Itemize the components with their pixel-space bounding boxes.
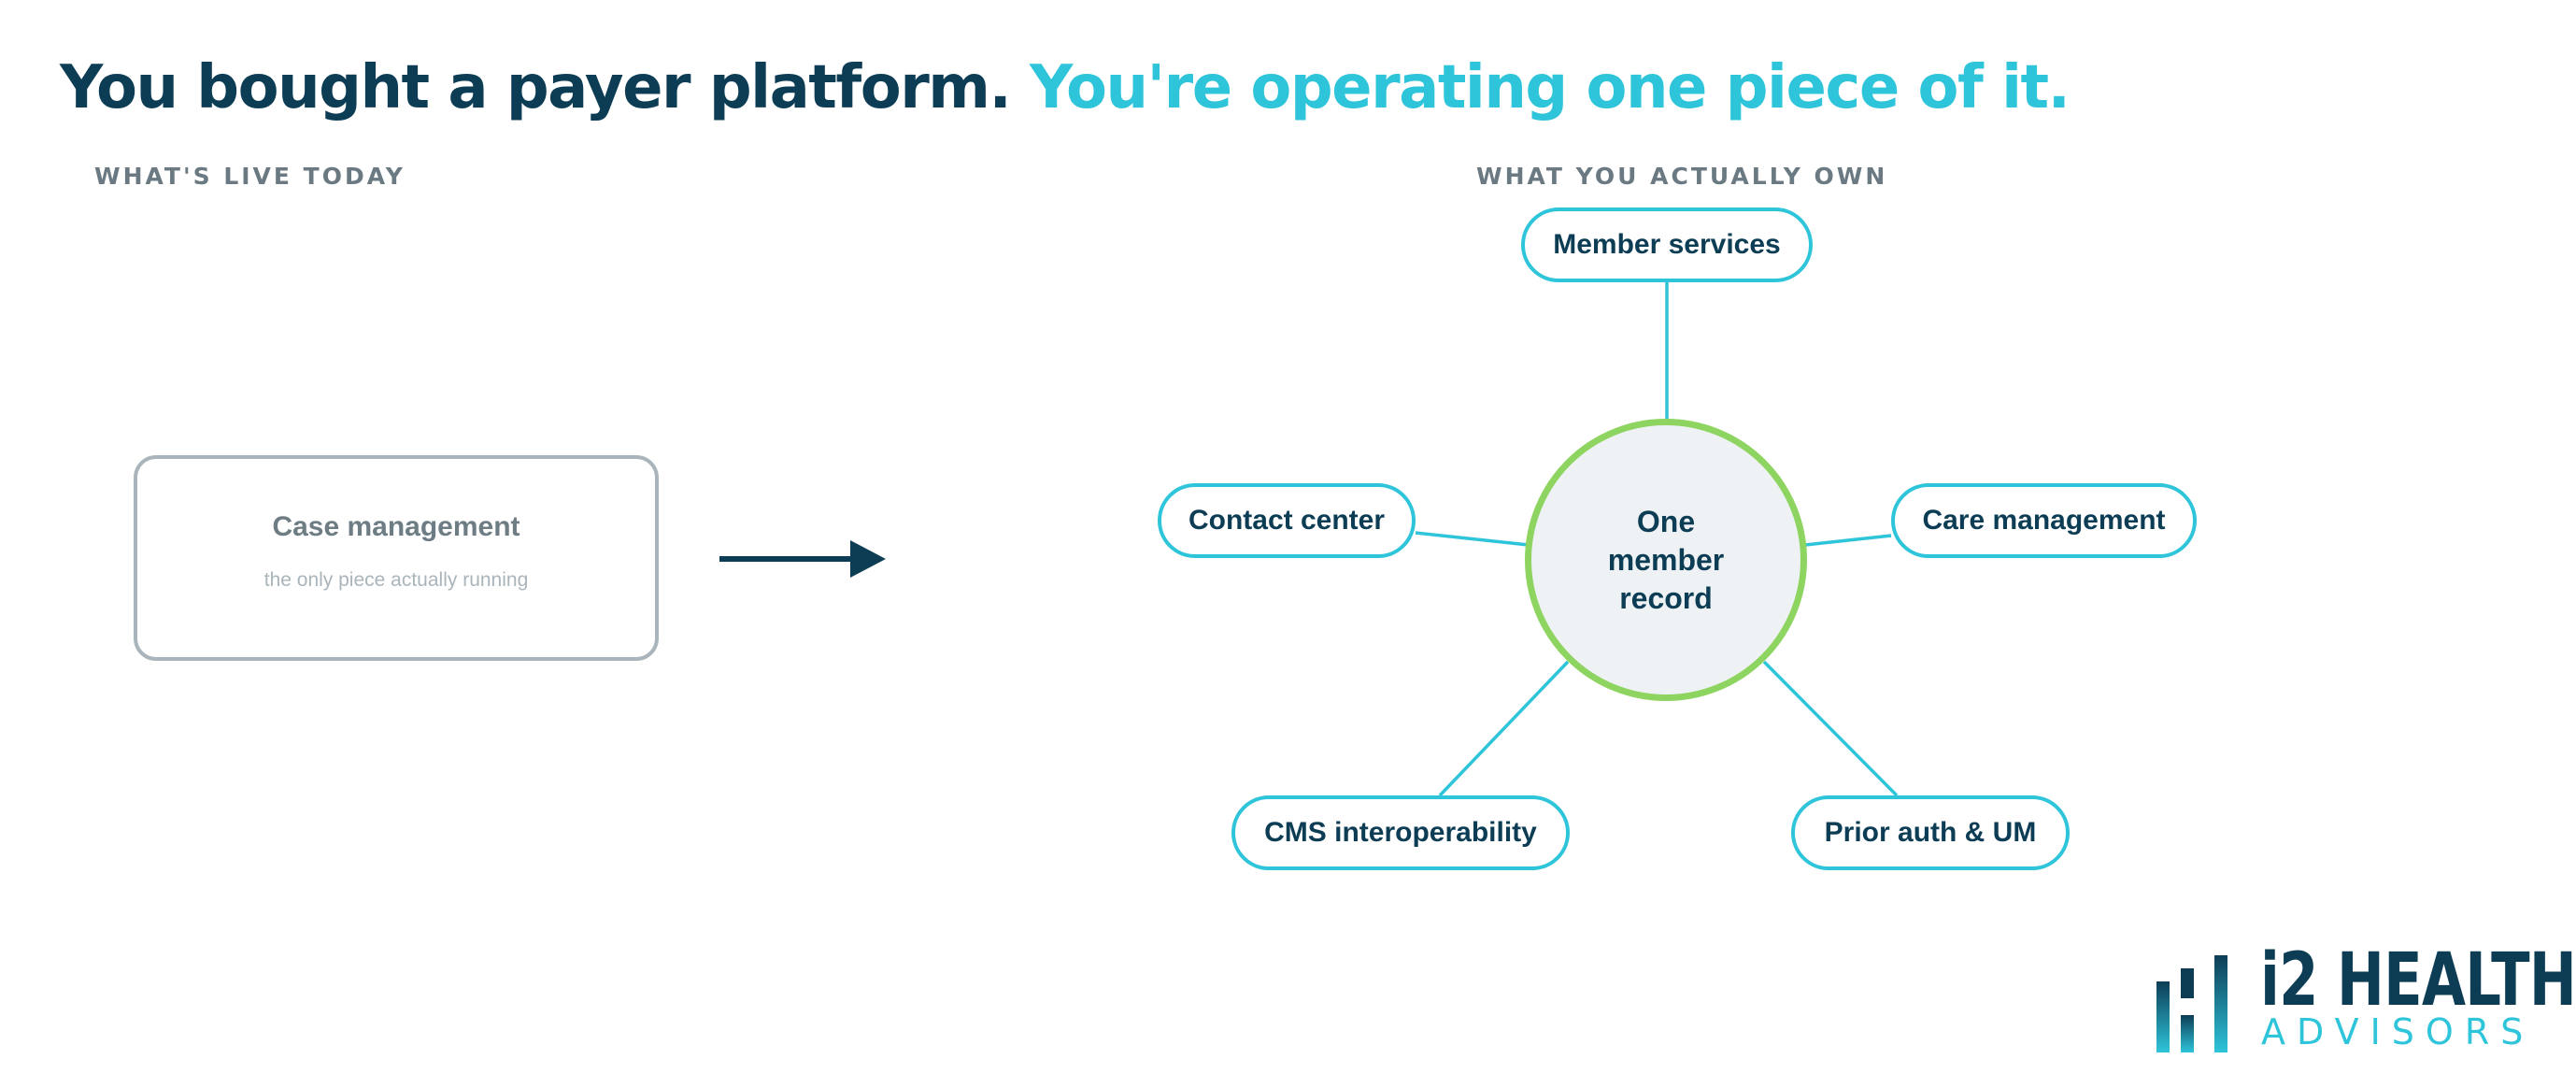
hub-member-record: One member record	[1525, 419, 1807, 701]
node-cms-interoperability: CMS interoperability	[1231, 795, 1570, 870]
logo-text-advisors: ADVISORS	[2261, 1011, 2535, 1052]
page-headline: You bought a payer platform. You're oper…	[60, 58, 2071, 118]
connector-prior-auth	[1762, 660, 1899, 797]
case-management-box: Case management the only piece actually …	[134, 455, 659, 661]
headline-part-2: You're operating one piece of it.	[1030, 53, 2071, 122]
node-prior-auth-um: Prior auth & UM	[1791, 795, 2070, 870]
section-label-actually-own: WHAT YOU ACTUALLY OWN	[1476, 163, 1888, 190]
hub-label: One member record	[1607, 504, 1725, 615]
node-contact-center: Contact center	[1158, 483, 1416, 558]
node-member-services: Member services	[1521, 208, 1813, 282]
connector-contact-center	[1415, 531, 1530, 547]
connector-care-management	[1804, 534, 1892, 547]
section-label-live-today: WHAT'S LIVE TODAY	[94, 163, 406, 190]
bar-chart-h-icon	[2156, 955, 2227, 1052]
case-management-title: Case management	[272, 511, 520, 542]
headline-part-1: You bought a payer platform.	[60, 53, 1012, 122]
connector-cms-interoperability	[1438, 660, 1570, 797]
logo-text-i2-health: i2 HEALTH	[2260, 938, 2576, 1023]
arrow-head-icon	[850, 540, 886, 578]
node-care-management: Care management	[1891, 483, 2197, 558]
case-management-subtitle: the only piece actually running	[263, 569, 529, 591]
